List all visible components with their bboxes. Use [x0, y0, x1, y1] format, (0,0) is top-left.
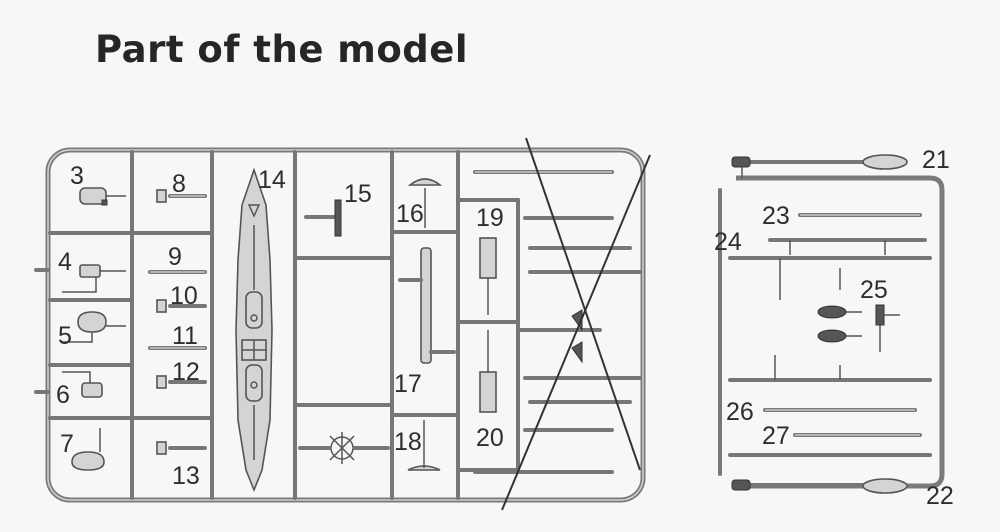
part-12 — [156, 375, 207, 389]
part-8 — [156, 189, 207, 203]
part-22 — [731, 478, 908, 494]
label-part-3: 3 — [70, 162, 84, 190]
label-part-22: 22 — [926, 482, 954, 510]
part-13 — [156, 441, 207, 455]
label-part-19: 19 — [476, 204, 504, 232]
right-sprue-frame — [718, 175, 945, 489]
label-part-7: 7 — [60, 430, 74, 458]
part-24 — [728, 238, 932, 300]
part-10 — [156, 299, 207, 313]
label-part-9: 9 — [168, 243, 182, 271]
label-part-26: 26 — [726, 398, 754, 426]
part-25 — [817, 304, 900, 352]
label-part-21: 21 — [922, 146, 950, 174]
label-part-5: 5 — [58, 322, 72, 350]
label-part-17: 17 — [394, 370, 422, 398]
part-7 — [71, 428, 105, 471]
label-part-20: 20 — [476, 424, 504, 452]
label-part-23: 23 — [762, 202, 790, 230]
part-27 — [728, 433, 932, 457]
cross-out-mark — [501, 137, 651, 511]
part-21 — [731, 154, 908, 178]
part-18-propeller — [298, 432, 390, 464]
part-26 — [728, 355, 932, 412]
label-part-8: 8 — [172, 170, 186, 198]
label-part-15: 15 — [344, 180, 372, 208]
part-3 — [79, 187, 126, 206]
label-part-12: 12 — [172, 358, 200, 386]
part-labels: 3 4 5 6 7 8 9 10 11 12 13 14 15 16 17 18… — [56, 146, 954, 510]
label-part-11: 11 — [172, 322, 198, 350]
part-15 — [304, 199, 342, 237]
part-17 — [398, 247, 456, 364]
part-5 — [62, 311, 126, 343]
part-16 — [407, 178, 443, 228]
part-20 — [479, 330, 497, 413]
label-part-6: 6 — [56, 381, 70, 409]
label-part-27: 27 — [762, 422, 790, 450]
part-6 — [62, 371, 103, 398]
label-part-25: 25 — [860, 276, 888, 304]
label-part-16: 16 — [396, 200, 424, 228]
part-4 — [62, 264, 126, 293]
page-title: Part of the model — [95, 28, 469, 71]
part-18 — [298, 420, 441, 471]
part-14-hull — [235, 167, 273, 493]
label-part-14: 14 — [258, 166, 286, 194]
label-part-18: 18 — [394, 428, 422, 456]
label-part-13: 13 — [172, 462, 200, 490]
label-part-4: 4 — [58, 248, 72, 276]
part-19 — [479, 237, 497, 315]
label-part-24: 24 — [714, 228, 742, 256]
label-part-10: 10 — [170, 282, 198, 310]
